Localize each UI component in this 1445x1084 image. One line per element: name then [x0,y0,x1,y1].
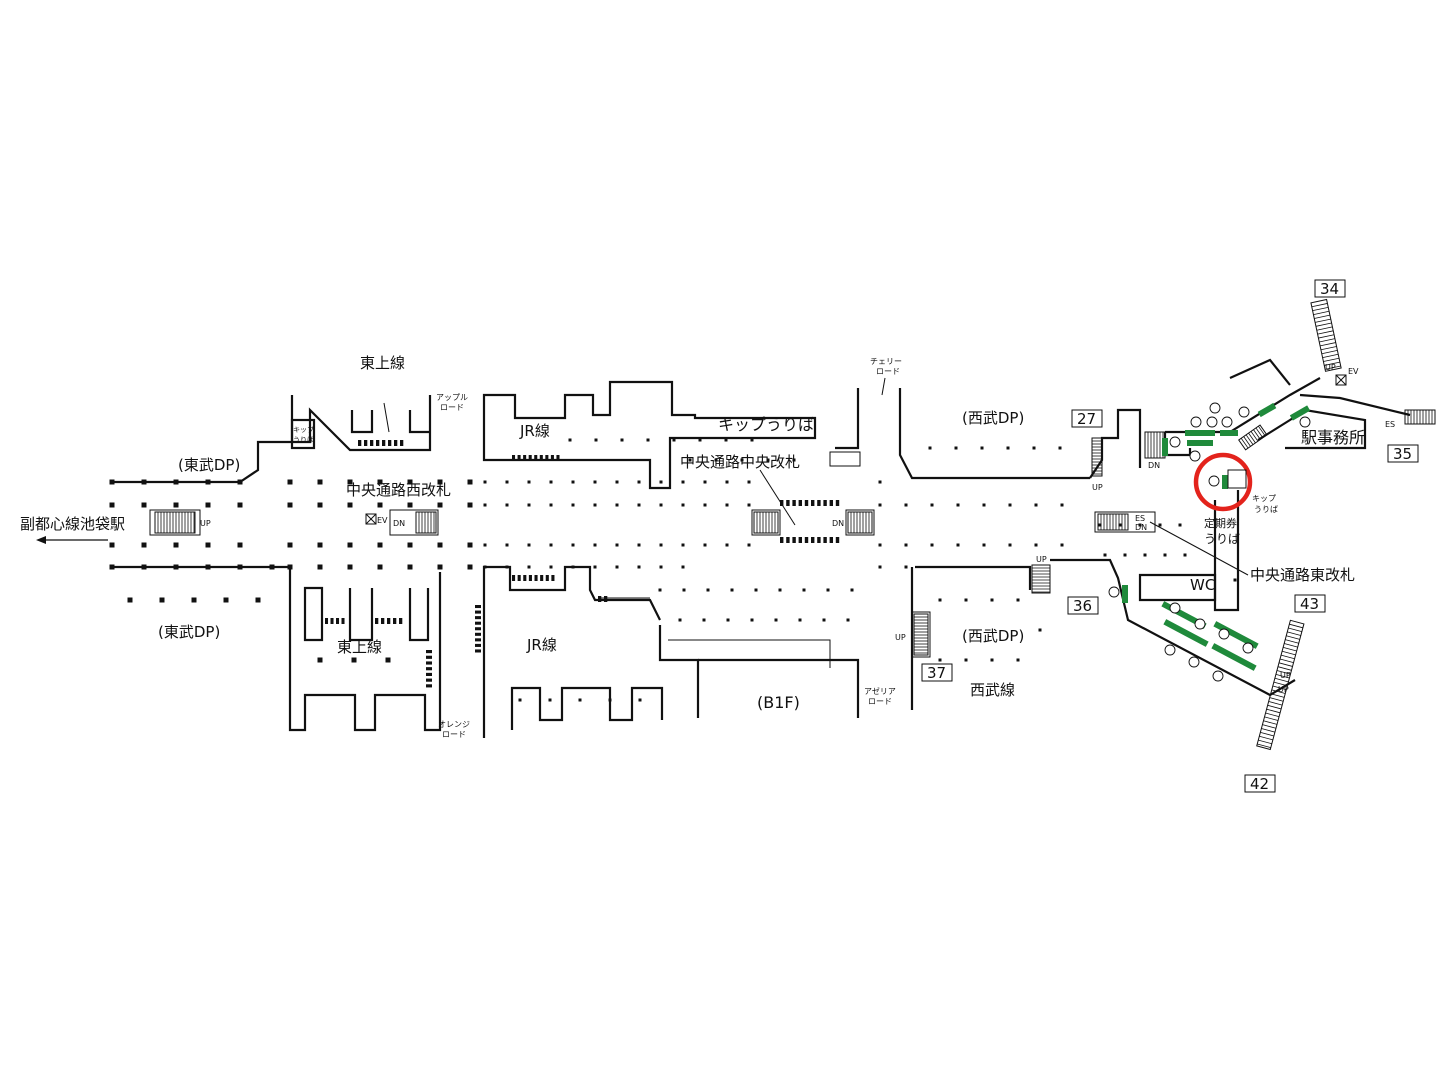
label-west-gate: 中央通路西改札 [346,481,451,499]
label-teikiken-2: うりば [1204,532,1240,546]
label-orange-road-1: オレンジ [438,720,470,729]
label-central-gate: 中央通路中央改札 [680,453,800,471]
label-dn-central: DN [832,519,844,528]
svg-text:42: 42 [1250,775,1269,793]
elevator-icon [365,374,1347,525]
label-kippu-small-b1: キップ [1252,494,1276,503]
label-es-east: ES [1135,514,1145,523]
label-jr-top: JR線 [519,422,550,440]
left-arrow-icon [36,536,108,544]
label-jr-bottom: JR線 [526,636,557,654]
label-fukutoshin: 副都心線池袋駅 [20,515,125,533]
svg-text:35: 35 [1393,445,1412,463]
label-azalea-road-1: アゼリア [864,686,896,696]
leader-lines [383,377,1249,599]
label-tobu-dp-bottom: (東武DP) [158,623,220,641]
ticket-machine-box [1227,469,1247,489]
label-apple-road-2: ロード [440,403,464,412]
label-dn-west: DN [393,519,405,528]
svg-text:34: 34 [1320,280,1339,298]
map-labels: 東上線 東上線 JR線 JR線 (東武DP) (東武DP) (西武DP) (西武… [20,354,1395,739]
label-orange-road-2: ロード [442,730,466,739]
label-kippu-small-a2: うりば [293,435,314,444]
exit-42: 42 [1244,774,1276,793]
label-up-seibu: UP [895,633,906,642]
label-tobu-dp-top: (東武DP) [178,456,240,474]
label-cherry-road-1: チェリー [870,357,902,366]
label-dn-east: DN [1135,523,1147,532]
exit-35: 35 [1387,444,1419,463]
label-kippu-small-a1: キップ [293,426,314,434]
label-up-left: UP [200,519,211,528]
label-east-gate: 中央通路東改札 [1250,566,1355,584]
label-station-office: 駅事務所 [1301,428,1365,447]
label-kippu-small-b2: うりば [1254,505,1278,514]
label-up-36: UP [1036,555,1047,564]
label-ev-west: EV [377,516,388,525]
label-floor: (B1F) [757,693,800,712]
exit-43: 43 [1294,594,1326,613]
label-kippu-big: キップうりば [718,415,814,434]
pillar-dots [109,438,1237,702]
label-wc: WC [1190,576,1215,594]
label-seibu-dp-bottom: (西武DP) [962,627,1024,645]
label-up-42a: UP [1278,685,1289,694]
exit-34: 34 [1314,279,1346,298]
svg-text:36: 36 [1073,597,1092,615]
label-azalea-road-2: ロード [868,697,892,706]
label-apple-road-1: アップル [436,393,468,402]
label-up-42b: UP [1280,671,1291,680]
label-tojo-bottom: 東上線 [337,638,382,656]
svg-text:27: 27 [1077,410,1096,428]
exit-numbers: 27 34 35 36 37 42 43 [921,279,1419,793]
label-teikiken-1: 定期券 [1204,516,1237,530]
label-seibu-line: 西武線 [970,681,1015,699]
label-seibu-dp-top: (西武DP) [962,409,1024,427]
svg-text:37: 37 [927,664,946,682]
label-dn-27: DN [1148,461,1160,470]
location-highlight-icon [1193,452,1253,512]
label-ev-34: EV [1348,367,1359,376]
svg-text:43: 43 [1300,595,1319,613]
label-es-35: ES [1385,420,1395,429]
label-up-34: UP [1325,363,1336,372]
gate-number-markers [1108,402,1311,682]
exit-36: 36 [1067,596,1099,615]
label-tojo-top: 東上線 [360,354,405,372]
exit-27: 27 [1071,409,1103,428]
exit-37: 37 [921,663,953,682]
stairs-icon [149,298,1436,751]
label-cherry-road-2: ロード [876,367,900,376]
label-up-27: UP [1092,483,1103,492]
